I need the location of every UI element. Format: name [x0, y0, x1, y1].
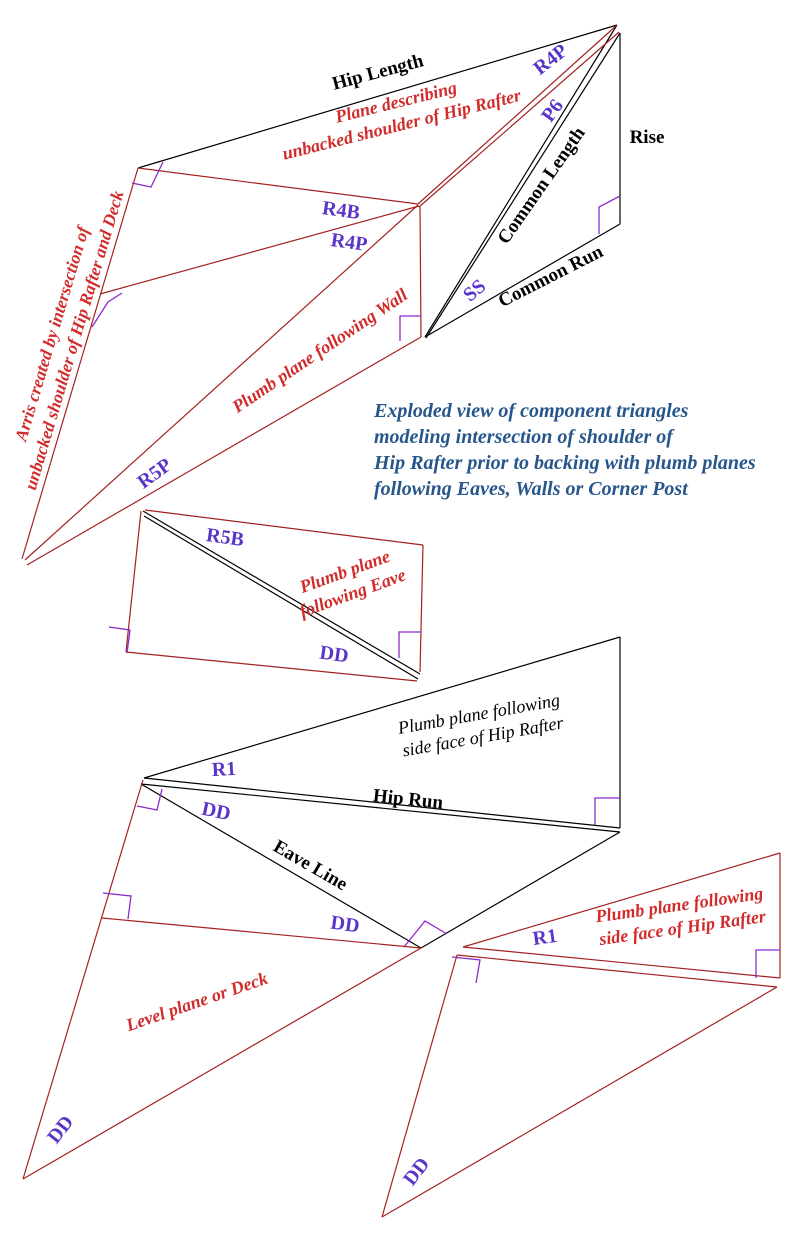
upper-shoulder-figure	[21, 24, 621, 566]
hip-run-figure	[143, 636, 621, 829]
note-line4: following Eaves, Walls or Corner Post	[374, 478, 688, 500]
eave-quad-diagonal-1	[142, 510, 421, 675]
label-r1-right: R1	[531, 924, 559, 951]
right-plumb-bottom-edge	[462, 946, 781, 979]
right-angle-marker	[108, 626, 131, 654]
eave-quad-top-edge	[144, 509, 424, 546]
deck-left-edge	[22, 779, 144, 1180]
bottom-triangle-hypotenuse	[381, 986, 778, 1218]
right-angle-marker	[755, 949, 780, 978]
wall-plane-bottom-edge	[26, 336, 422, 566]
deck-hypotenuse	[22, 947, 422, 1180]
right-angle-marker	[451, 956, 481, 984]
eave-quad-diagonal-2	[143, 515, 419, 680]
bottom-triangle-top-edge	[456, 954, 778, 988]
right-angle-marker	[102, 892, 132, 920]
deck-top-edge	[101, 917, 422, 949]
bottom-red-figure	[381, 954, 778, 1218]
common-length-line	[425, 32, 621, 339]
wall-plane-right-edge	[419, 206, 422, 338]
r4p-edge	[99, 205, 420, 295]
shoulder-plane-edge-lower	[418, 31, 620, 208]
eave-plane-figure	[108, 509, 424, 682]
right-angle-marker	[136, 788, 163, 811]
wall-plane-top-edge	[24, 204, 419, 561]
eave-quad-bottom-edge	[125, 651, 418, 682]
right-angle-marker	[594, 797, 620, 825]
right-angle-marker	[91, 292, 123, 328]
right-angle-marker	[131, 161, 164, 188]
note-line2: modeling intersection of shoulder of	[374, 426, 673, 448]
common-run-line	[424, 223, 621, 338]
right-angle-marker	[399, 315, 421, 341]
note-line1: Exploded view of component triangles	[374, 400, 689, 422]
r4b-edge	[137, 167, 419, 205]
right-plumb-figure	[462, 852, 781, 979]
right-angle-marker	[398, 631, 421, 658]
exploded-view-note: Exploded view of component triangles mod…	[374, 398, 756, 502]
arris-edge	[21, 167, 139, 560]
eave-quad-left-edge	[125, 510, 142, 653]
note-line3: Hip Rafter prior to backing with plumb p…	[374, 452, 756, 474]
eave-triangle-top-edge	[140, 783, 621, 833]
bottom-triangle-left-edge	[381, 954, 458, 1218]
label-rise: Rise	[629, 127, 665, 148]
eave-line-edge	[140, 783, 422, 949]
p6-line	[424, 24, 618, 338]
eave-quad-right-edge	[419, 544, 424, 673]
eave-triangle-right-edge	[420, 831, 621, 949]
shoulder-plane-edge-upper	[417, 24, 618, 205]
eave-line-figure	[136, 783, 621, 949]
label-r4p-mid: R4P	[329, 229, 369, 256]
deck-figure	[22, 779, 422, 1180]
right-angle-marker	[598, 195, 621, 234]
hip-run-edge	[143, 777, 621, 829]
hip-triangle-top-edge	[143, 636, 621, 779]
label-dd-eave: DD	[318, 641, 350, 668]
right-angle-marker	[403, 920, 448, 948]
hip-length-line	[137, 24, 618, 169]
right-plumb-top-edge	[462, 852, 781, 948]
label-r1-hip: R1	[211, 757, 237, 782]
label-dd-eave-junction: DD	[329, 911, 361, 938]
